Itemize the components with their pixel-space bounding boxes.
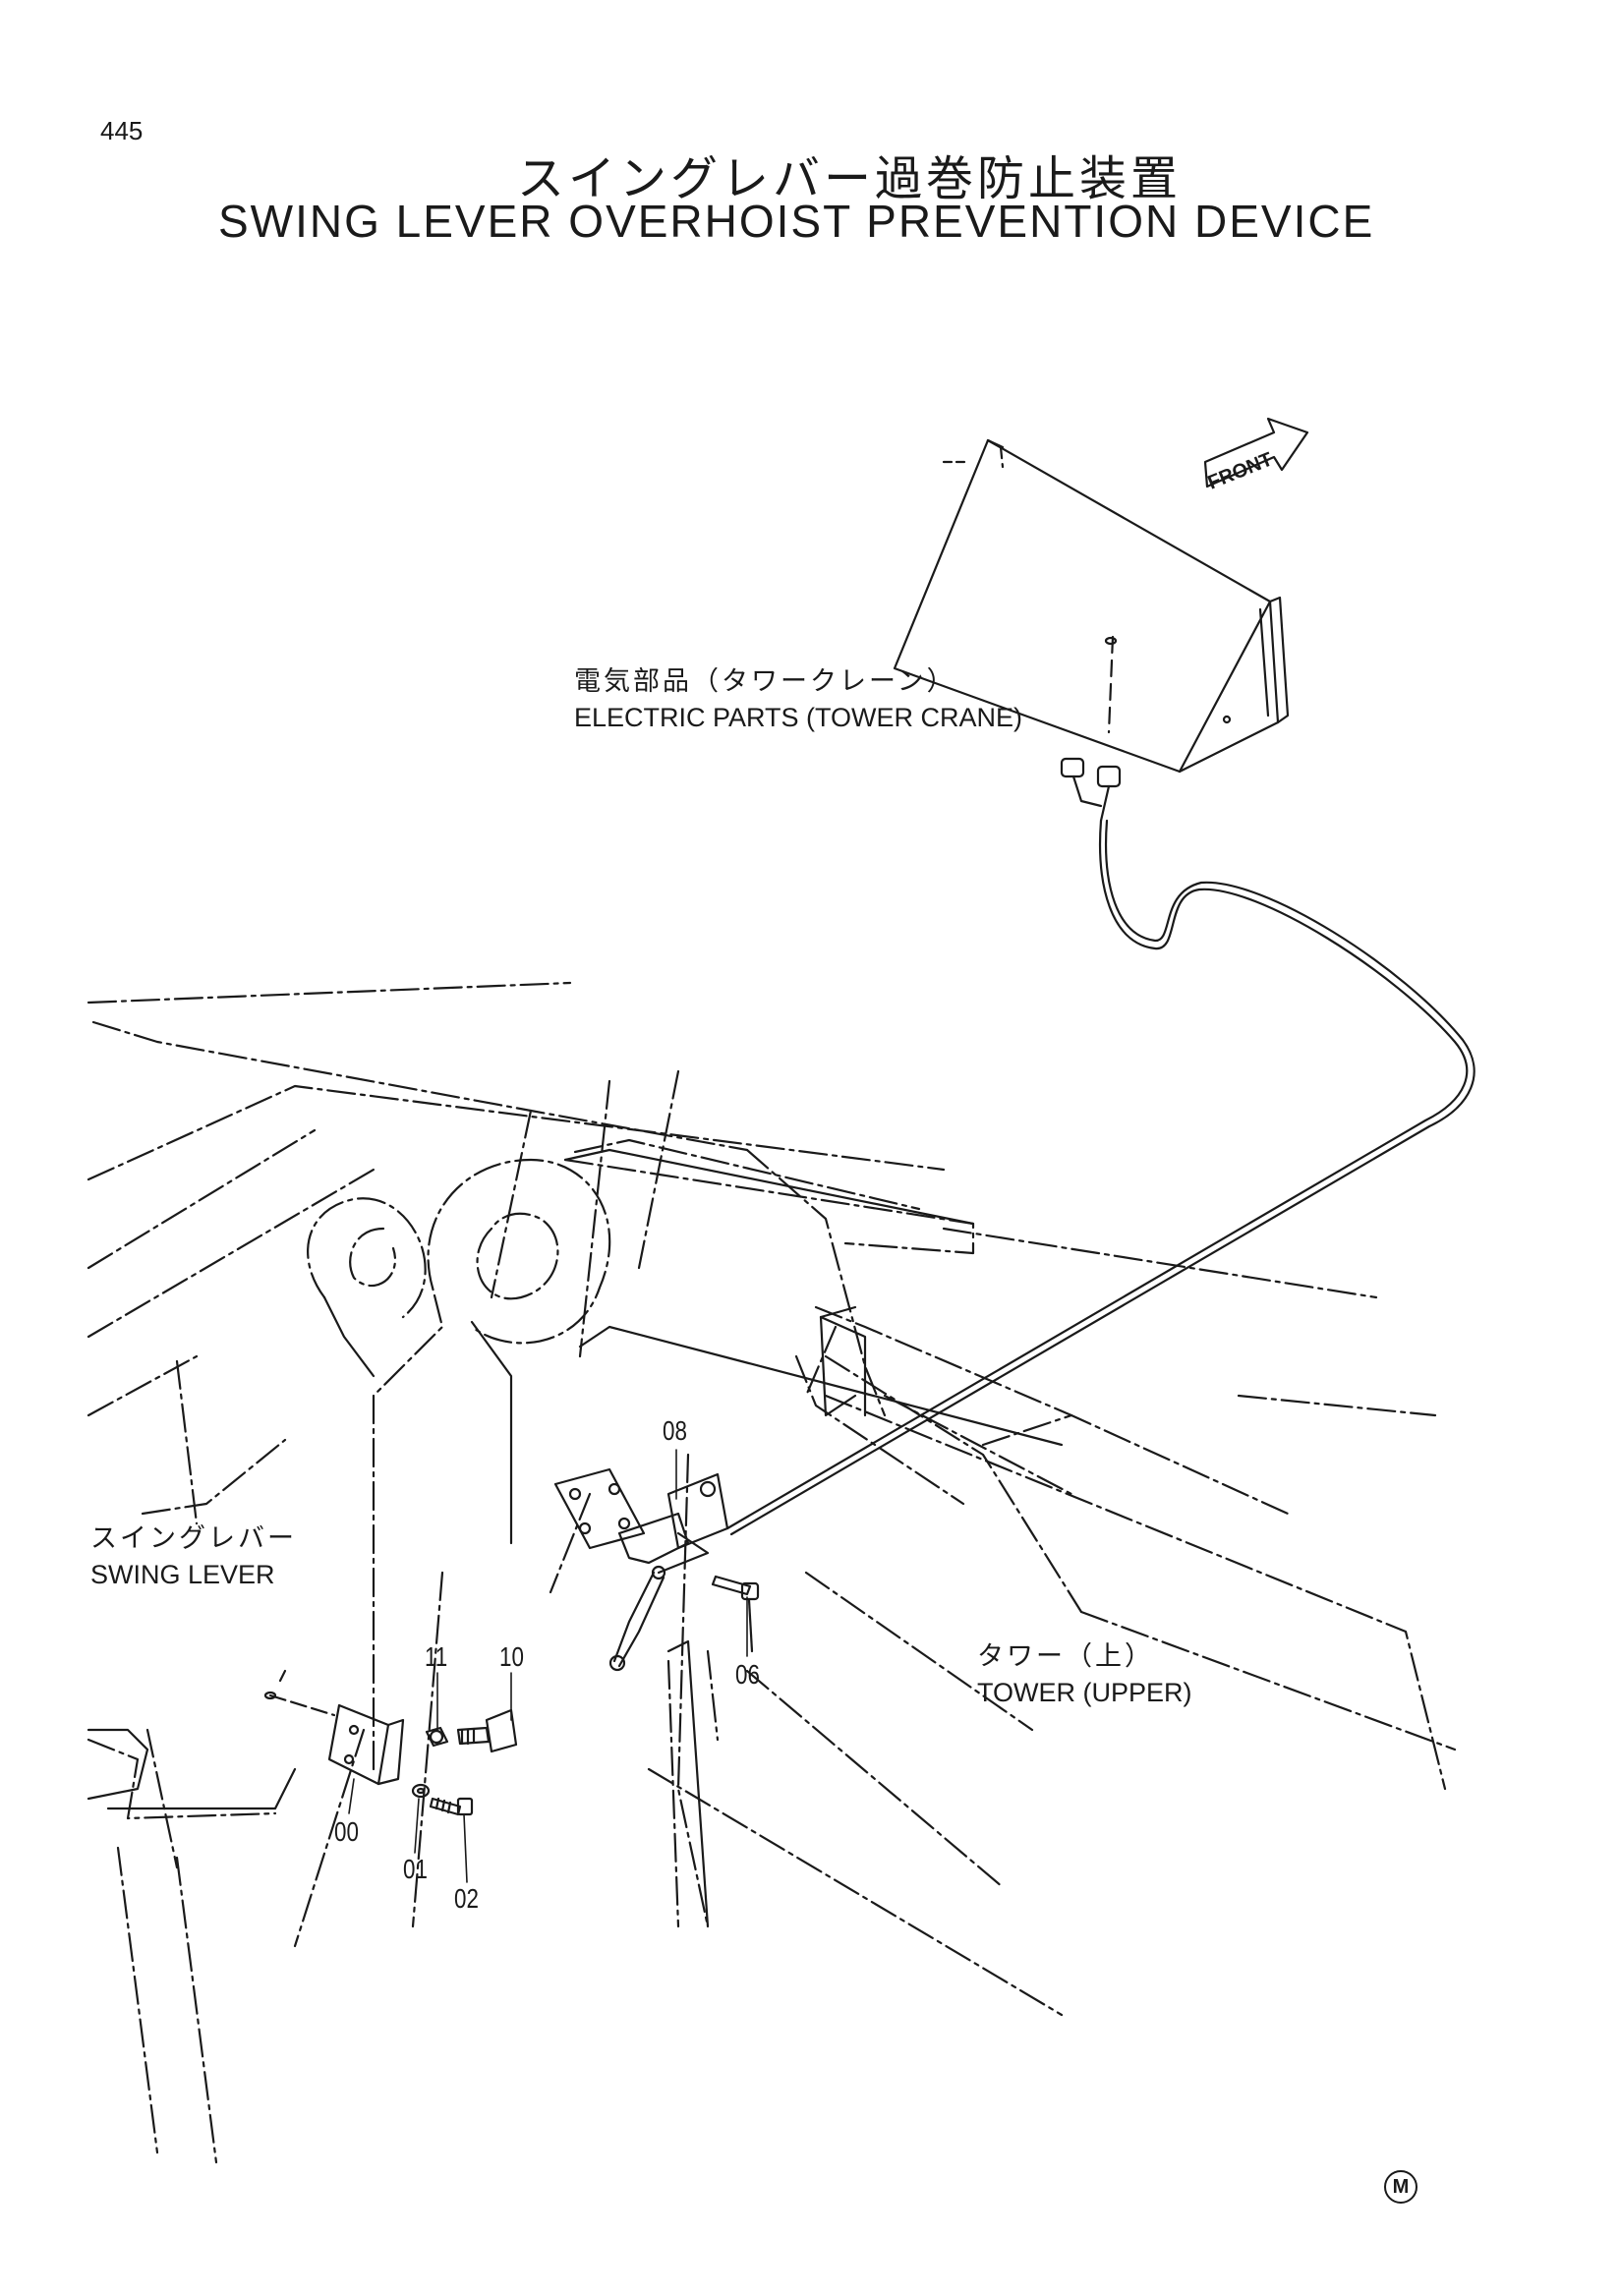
label-swing-lever: スイングレバー SWING LEVER — [90, 1521, 297, 1592]
label-swing-lever-jp: スイングレバー — [90, 1523, 297, 1554]
page-number: 445 — [100, 116, 144, 145]
title-japanese: スイングレバー過巻防止装置 — [516, 151, 1182, 206]
electric-parts-box — [893, 438, 1290, 774]
part-number-11: 11 — [425, 1641, 448, 1672]
leader-lines — [348, 1449, 748, 1883]
bracket-00 — [263, 1669, 405, 1786]
front-arrow: FRONT — [1203, 417, 1309, 494]
label-electric-parts: 電気部品（タワークレーン） ELECTRIC PARTS (TOWER CRAN… — [574, 664, 1022, 735]
title-english: SWING LEVER OVERHOIST PREVENTION DEVICE — [218, 196, 1375, 247]
tower-structure — [87, 981, 1457, 2164]
label-tower-upper: タワー（上） TOWER (UPPER) — [977, 1639, 1192, 1710]
label-tower-upper-en: TOWER (UPPER) — [977, 1678, 1192, 1707]
label-electric-parts-en: ELECTRIC PARTS (TOWER CRANE) — [574, 703, 1023, 732]
svg-text:FRONT: FRONT — [1205, 448, 1276, 493]
part-number-02: 02 — [454, 1883, 479, 1914]
part-number-08: 08 — [663, 1415, 687, 1446]
cable-assembly — [725, 757, 1475, 1536]
label-swing-lever-en: SWING LEVER — [90, 1560, 275, 1589]
part-number-10: 10 — [499, 1641, 524, 1672]
label-tower-upper-jp: タワー（上） — [977, 1641, 1154, 1672]
m-marker: M — [1384, 2170, 1418, 2204]
limit-switch — [608, 1472, 729, 1672]
label-electric-parts-jp: 電気部品（タワークレーン） — [574, 666, 956, 697]
bolt-02 — [429, 1797, 474, 1816]
part-number-00: 00 — [334, 1816, 359, 1847]
nut-11 — [425, 1726, 449, 1748]
part-number-06: 06 — [735, 1659, 760, 1690]
mounting-plate — [553, 1467, 646, 1550]
bolt-10 — [456, 1708, 518, 1753]
bolt-06 — [711, 1575, 760, 1653]
structure-solid-edges — [87, 1148, 1064, 1928]
washer-01 — [411, 1783, 431, 1799]
part-number-01: 01 — [403, 1854, 428, 1884]
